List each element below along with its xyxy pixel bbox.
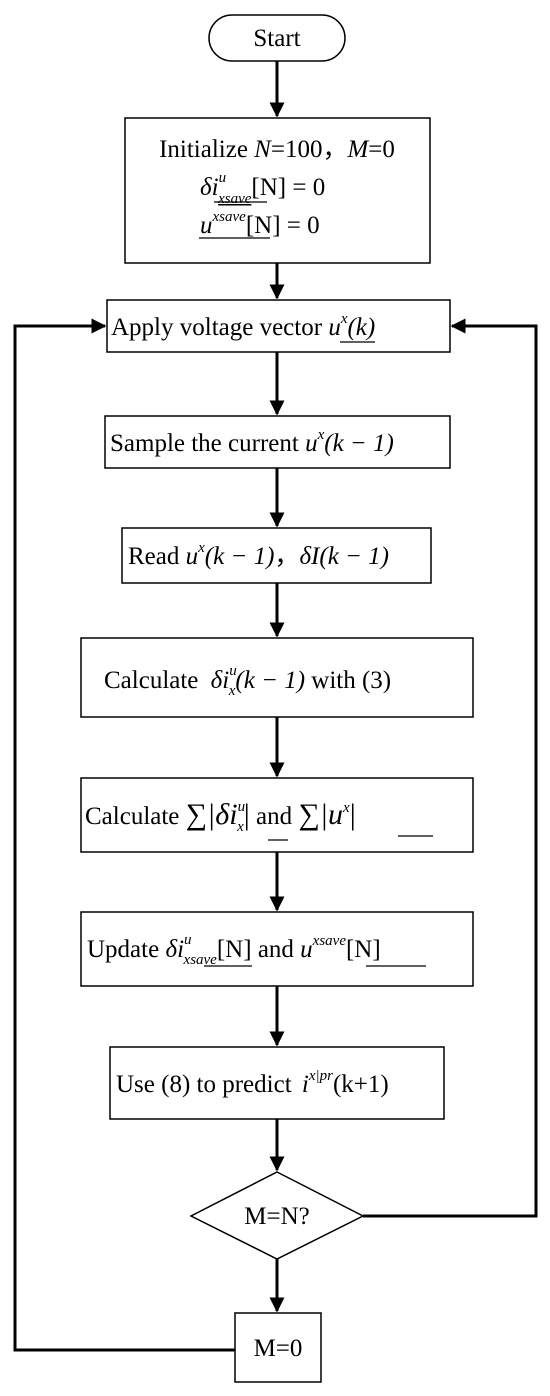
edge-decision-loop-right — [363, 318, 538, 1218]
apply-voltage-node: Apply voltage vector ux(k) — [106, 299, 451, 353]
reset-node: M=0 — [234, 1312, 322, 1383]
read-node: Read ux(k − 1)，δI(k − 1) — [121, 527, 432, 584]
predict-node: Use (8) to predict ix|pr(k+1) — [109, 1046, 445, 1120]
decision-label: M=N? — [244, 1203, 309, 1230]
sample-current-label: Sample the current ux(k − 1) — [110, 427, 394, 457]
start-node: Start — [208, 14, 346, 62]
initialize-line-3: uxsave[N] = 0 — [200, 209, 320, 239]
edge-reset-loop-left — [13, 318, 235, 1352]
flow-edges — [13, 61, 538, 1352]
start-label: Start — [253, 25, 300, 52]
predict-label: Use (8) to predict ix|pr(k+1) — [116, 1068, 389, 1098]
initialize-line-1: Initialize N=100，M=0 — [159, 136, 395, 163]
reset-label: M=0 — [254, 1335, 303, 1362]
read-label: Read ux(k − 1)，δI(k − 1) — [128, 540, 389, 570]
apply-voltage-label: Apply voltage vector ux(k) — [111, 311, 375, 341]
decision-node: M=N? — [189, 1171, 365, 1260]
sample-current-node: Sample the current ux(k − 1) — [104, 415, 451, 469]
